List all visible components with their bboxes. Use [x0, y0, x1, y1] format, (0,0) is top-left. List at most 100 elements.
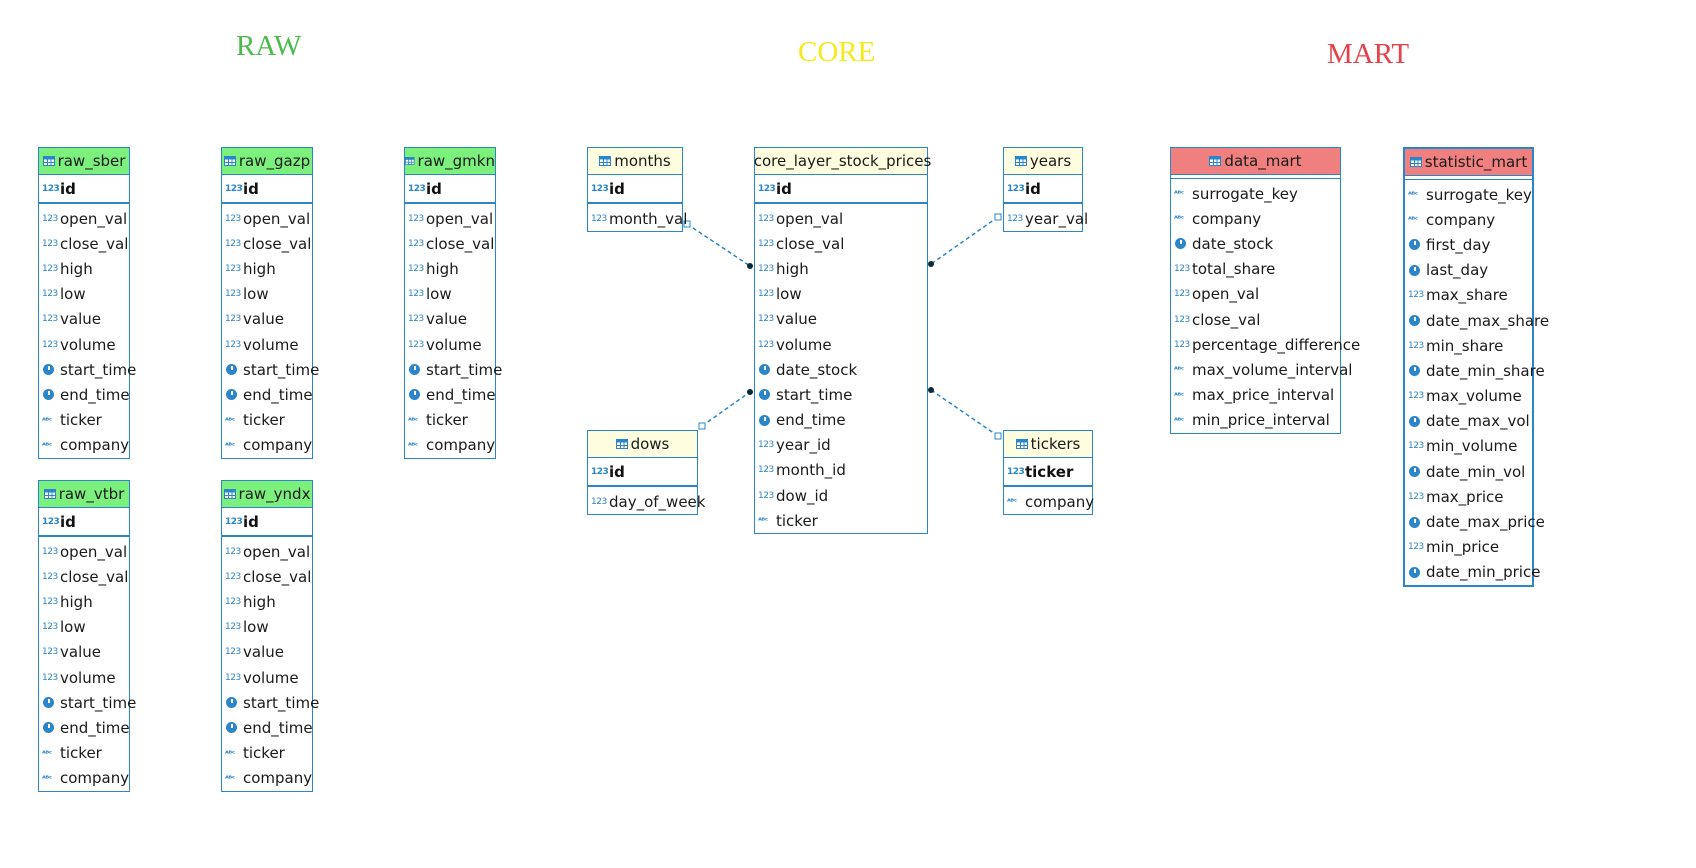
table-header[interactable]: statistic_mart: [1405, 149, 1532, 176]
table-header[interactable]: raw_yndx: [222, 481, 312, 508]
table-header[interactable]: raw_sber: [39, 148, 129, 175]
column-row[interactable]: start_time: [222, 690, 319, 715]
column-row[interactable]: date_stock: [1171, 231, 1340, 256]
table-header[interactable]: raw_vtbr: [39, 481, 129, 508]
table-header[interactable]: raw_gmkn: [405, 148, 495, 175]
table-header[interactable]: core_layer_stock_prices: [754, 148, 931, 175]
column-row[interactable]: start_time: [39, 690, 136, 715]
column-row[interactable]: end_time: [755, 408, 927, 433]
table-header[interactable]: raw_gazp: [222, 148, 312, 175]
column-row[interactable]: end_time: [222, 715, 313, 740]
column-row[interactable]: end_time: [405, 382, 496, 407]
column-row[interactable]: date_max_share: [1405, 308, 1549, 333]
column-row[interactable]: start_time: [755, 382, 927, 407]
column-row[interactable]: end_time: [39, 715, 130, 740]
table-header[interactable]: years: [1004, 148, 1082, 175]
table-header[interactable]: months: [588, 148, 682, 175]
table-header[interactable]: tickers: [1004, 431, 1092, 458]
table-header[interactable]: dows: [588, 431, 697, 458]
column-row[interactable]: end_time: [222, 382, 313, 407]
column-row[interactable]: date_min_vol: [1405, 459, 1532, 484]
column-row[interactable]: date_min_share: [1405, 358, 1545, 383]
column-row[interactable]: first_day: [1405, 232, 1532, 257]
